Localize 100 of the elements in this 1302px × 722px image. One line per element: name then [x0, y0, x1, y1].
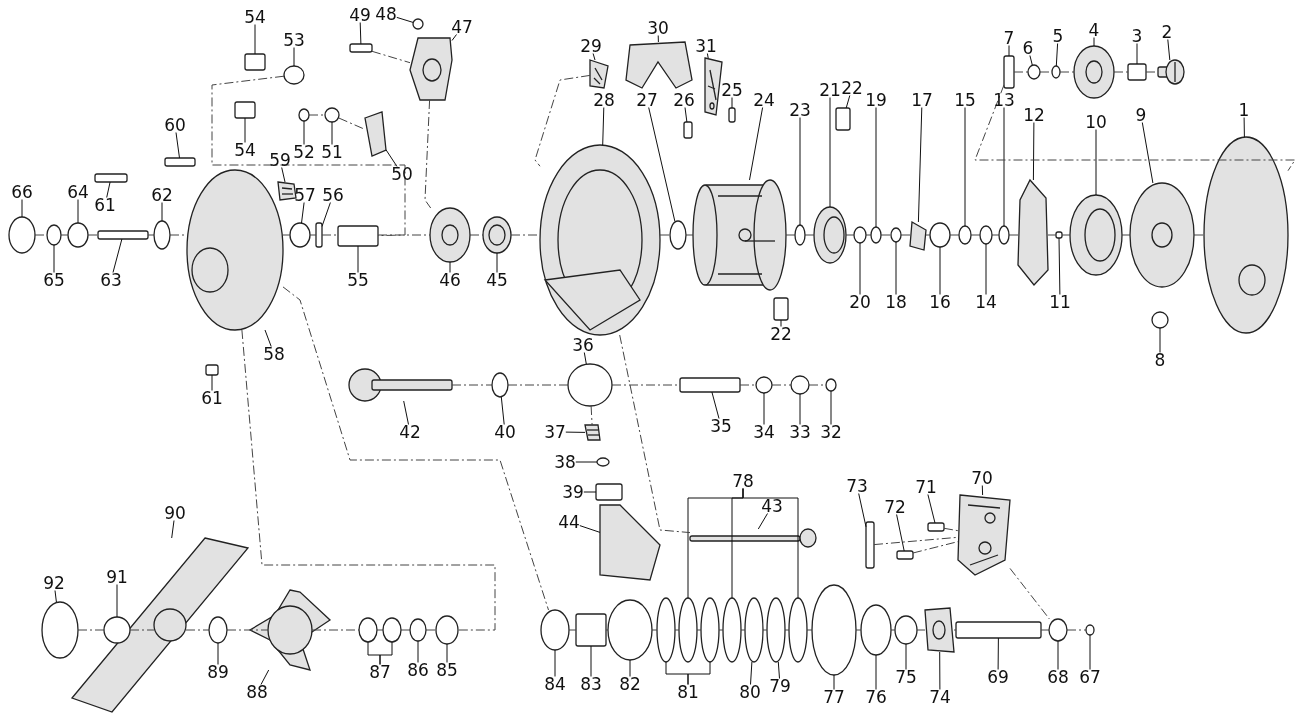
leader-line	[321, 202, 331, 227]
callout-number: 19	[865, 90, 887, 110]
part-drawing	[208, 616, 228, 644]
leader-line	[211, 374, 213, 391]
leader-line	[116, 584, 118, 618]
callout-number: 34	[753, 422, 775, 442]
leader-line	[244, 117, 246, 143]
part-drawing	[894, 615, 918, 645]
part-drawing	[927, 522, 945, 532]
callout-number: 59	[269, 150, 291, 170]
assembly-line	[534, 74, 591, 167]
part-drawing	[248, 589, 332, 671]
assembly-line	[718, 629, 724, 631]
leader-line	[579, 525, 601, 533]
leader-line	[161, 202, 163, 222]
callout-number: 28	[593, 90, 615, 110]
assembly-line	[991, 234, 1000, 236]
assembly-line	[282, 234, 291, 236]
leader-line	[260, 669, 270, 685]
assembly-line	[185, 629, 210, 631]
part-drawing	[575, 613, 607, 647]
assembly-line	[974, 84, 1296, 172]
assembly-line	[129, 629, 155, 631]
callout-number: 40	[494, 422, 516, 442]
part-drawing	[625, 41, 693, 89]
leader-line	[77, 199, 79, 224]
leader-line	[1243, 117, 1245, 138]
leader-line	[858, 493, 867, 528]
leader-line	[1008, 45, 1010, 57]
leader-line	[780, 319, 782, 327]
part-drawing	[835, 107, 851, 131]
callout-number: 78	[732, 471, 754, 491]
callout-number: 91	[106, 567, 128, 587]
assembly-line	[880, 234, 892, 236]
leader-line	[629, 659, 631, 677]
leader-line	[446, 643, 448, 663]
callout-number: 36	[572, 335, 594, 355]
assembly-line	[1047, 234, 1057, 236]
assembly-line	[1008, 234, 1019, 236]
assembly-line	[916, 629, 926, 631]
assembly-line	[953, 629, 957, 631]
assembly-line	[739, 384, 757, 386]
leader-line	[1029, 55, 1033, 66]
leader-line	[357, 245, 359, 273]
leader-line	[657, 35, 659, 43]
callout-number: 27	[636, 90, 658, 110]
part-drawing	[955, 621, 1042, 639]
callout-number: 72	[884, 497, 906, 517]
leader-line	[565, 431, 586, 433]
leader-line	[331, 121, 333, 145]
part-drawing	[1203, 136, 1289, 334]
leader-line	[875, 654, 877, 690]
part-drawing	[539, 144, 661, 336]
callout-number: 70	[971, 468, 993, 488]
assembly-line	[696, 629, 702, 631]
callout-number: 55	[347, 270, 369, 290]
assembly-line	[400, 629, 411, 631]
assembly-line	[424, 99, 432, 209]
assembly-line	[925, 234, 931, 236]
leader-line	[939, 246, 941, 295]
leader-line	[981, 485, 984, 496]
part-drawing	[860, 604, 892, 656]
part-drawing	[689, 528, 817, 548]
callout-number: 23	[789, 100, 811, 120]
part-drawing	[283, 65, 305, 85]
part-drawing	[957, 494, 1011, 576]
part-drawing	[692, 179, 787, 291]
part-drawing	[788, 597, 808, 663]
part-drawing	[289, 222, 311, 248]
callout-number: 88	[246, 682, 268, 702]
leader-line	[379, 641, 393, 665]
part-drawing	[589, 59, 609, 89]
part-drawing	[324, 107, 340, 123]
callout-number: 2	[1161, 22, 1173, 42]
leader-line	[175, 132, 180, 159]
leader-line	[403, 400, 409, 425]
callout-number: 12	[1023, 105, 1045, 125]
callout-number: 46	[439, 270, 461, 290]
callout-number: 69	[987, 667, 1009, 687]
leader-line	[592, 53, 596, 61]
callout-number: 51	[321, 142, 343, 162]
assembly-line	[659, 234, 671, 236]
leader-line	[859, 242, 861, 295]
part-drawing	[41, 601, 79, 659]
part-drawing	[979, 225, 993, 245]
assembly-line	[507, 384, 569, 386]
assembly-line	[376, 629, 384, 631]
leader-line	[1167, 39, 1171, 61]
callout-number: 58	[263, 344, 285, 364]
leader-line	[985, 243, 987, 295]
callout-number: 25	[721, 80, 743, 100]
assembly-line	[311, 629, 360, 631]
leader-line	[1136, 43, 1138, 65]
assembly-line	[211, 75, 406, 237]
assembly-line	[943, 527, 959, 532]
leader-line	[217, 642, 219, 665]
assembly-line	[1193, 234, 1205, 236]
leader-line	[106, 181, 111, 198]
callout-number: 63	[100, 270, 122, 290]
callout-number: 17	[911, 90, 933, 110]
